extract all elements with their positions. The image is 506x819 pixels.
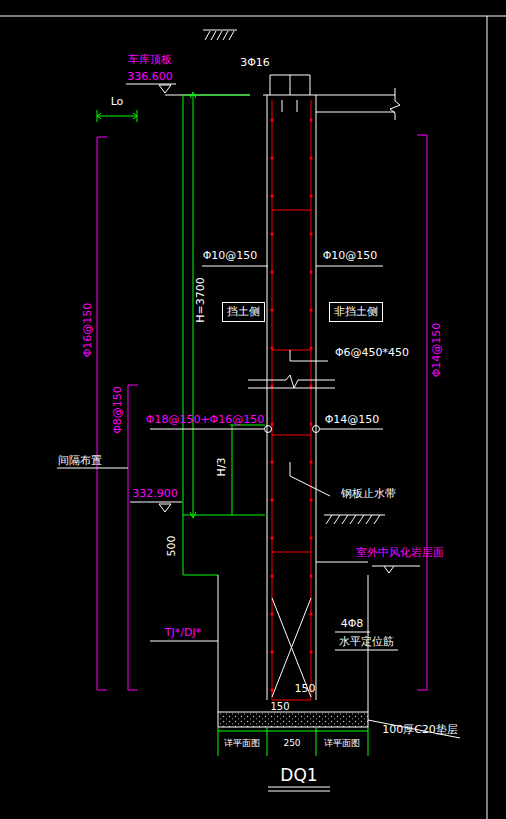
drawing-title: DQ1 — [280, 766, 317, 785]
drawing-label: Φ14@150 — [431, 323, 443, 378]
drawing-label: 500 — [166, 536, 178, 557]
drawing-label: 4Φ8 — [341, 618, 364, 630]
box-label: 非挡土侧 — [334, 305, 378, 318]
drawing-label: Lo — [111, 96, 124, 108]
drawing-label: 3Φ16 — [240, 57, 270, 69]
drawing-label: Φ10@150 — [323, 250, 378, 262]
drawing-label: 间隔布置 — [58, 455, 102, 467]
side-box: 非挡土侧 — [329, 302, 383, 321]
drawing-label: 水平定位筋 — [339, 636, 394, 648]
side-box: 挡土侧 — [222, 302, 265, 321]
drawing-label: 336.600 — [127, 71, 173, 83]
drawing-label: Φ18@150+Φ16@150 — [146, 414, 265, 426]
drawing-label: Φ10@150 — [203, 250, 258, 262]
drawing-label: 250 — [283, 739, 300, 749]
drawing-label: 车库顶板 — [128, 54, 172, 66]
drawing-label: 100厚C20垫层 — [382, 724, 458, 736]
drawing-label: Φ14@150 — [325, 414, 380, 426]
drawing-label: Φ16@150 — [82, 303, 94, 358]
drawing-label: 详平面图 — [324, 739, 360, 749]
drawing-label: Φ8@150 — [112, 386, 124, 434]
drawing-label: 332.900 — [132, 488, 178, 500]
drawing-label: 详平面图 — [224, 739, 260, 749]
drawing-label: 钢板止水带 — [341, 488, 396, 500]
box-label: 挡土侧 — [227, 305, 260, 318]
drawing-label: 150 — [270, 701, 289, 712]
drawing-label: H=3700 — [195, 277, 207, 322]
drawing-label: Φ6@450*450 — [335, 347, 409, 359]
drawing-label: TJ*/DJ* — [165, 627, 201, 639]
drawing-label: H/3 — [216, 458, 228, 477]
drawing-label: 室外中风化岩层面 — [356, 547, 444, 559]
drawing-label: 150 — [295, 683, 316, 695]
